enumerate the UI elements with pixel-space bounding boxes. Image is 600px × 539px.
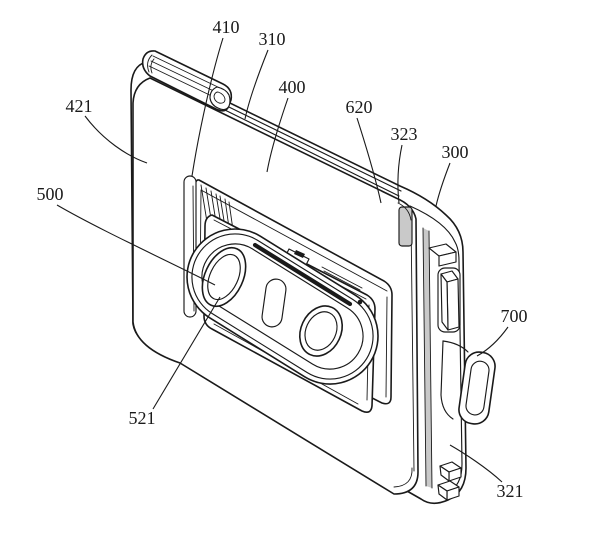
band-edge-2 (428, 230, 433, 489)
corner-detail-line (397, 202, 412, 221)
bracket-connector-pad (294, 250, 305, 258)
bottom-clips (437, 461, 462, 501)
flash-window (261, 278, 287, 328)
side-connector (440, 340, 496, 425)
band-edge-1 (422, 227, 427, 487)
latch-end-face (209, 86, 231, 111)
plate-edge-inner-bottom (393, 467, 413, 488)
band-shade (423, 228, 432, 488)
ref-label-421: 421 (66, 96, 93, 116)
leader-line-521 (152, 296, 221, 410)
ref-label-521: 521 (129, 408, 156, 428)
lens-left-inner (207, 253, 241, 301)
camera-bump (186, 228, 379, 385)
ref-label-310: 310 (259, 29, 286, 49)
bracket-ledge-line-1 (321, 266, 363, 289)
opening-wall-line-right (385, 296, 388, 398)
microphone-dot (357, 299, 363, 305)
leader-line-300 (435, 162, 451, 207)
leader-line-400 (266, 97, 289, 173)
frame-right-band (397, 202, 463, 494)
connector-neck-top (442, 340, 469, 353)
ref-label-300: 300 (442, 142, 469, 162)
connector-neck-left (440, 340, 454, 420)
leader-line-323 (397, 144, 403, 204)
clip-tab-323 (398, 206, 413, 247)
bump-inner-ring (201, 243, 364, 370)
ref-label-620: 620 (346, 97, 373, 117)
ref-label-700: 700 (501, 306, 528, 326)
top-clip (428, 243, 457, 267)
leader-line-700 (476, 326, 509, 357)
latch-end-face-inner (213, 91, 226, 104)
leader-line-410 (191, 37, 224, 177)
lens-right-outer (299, 305, 343, 357)
ref-label-323: 323 (391, 124, 418, 144)
lens-left-outer (201, 246, 247, 308)
leader-line-620 (356, 117, 382, 204)
frame-inner-contour (409, 205, 463, 494)
bump-rim-shadow (252, 242, 353, 307)
ref-label-500: 500 (37, 184, 64, 204)
leader-line-321 (449, 444, 503, 483)
ref-label-410: 410 (213, 17, 240, 37)
ref-label-321: 321 (497, 481, 524, 501)
button-slot (437, 267, 461, 333)
connector-face-inner (465, 360, 490, 416)
ref-label-400: 400 (279, 77, 306, 97)
leader-line-421 (84, 115, 148, 164)
reference-labels: 410 310 400 620 323 300 421 500 521 700 321 (37, 17, 528, 501)
bracket-ledge-line-2 (323, 270, 361, 291)
latch-block-outline (141, 50, 233, 112)
bump-mid-ring (191, 233, 374, 380)
leader-line-500 (56, 204, 216, 286)
leader-line-310 (244, 49, 269, 120)
lens-right-inner (304, 311, 338, 351)
plate-edge-inner-right (410, 218, 415, 472)
